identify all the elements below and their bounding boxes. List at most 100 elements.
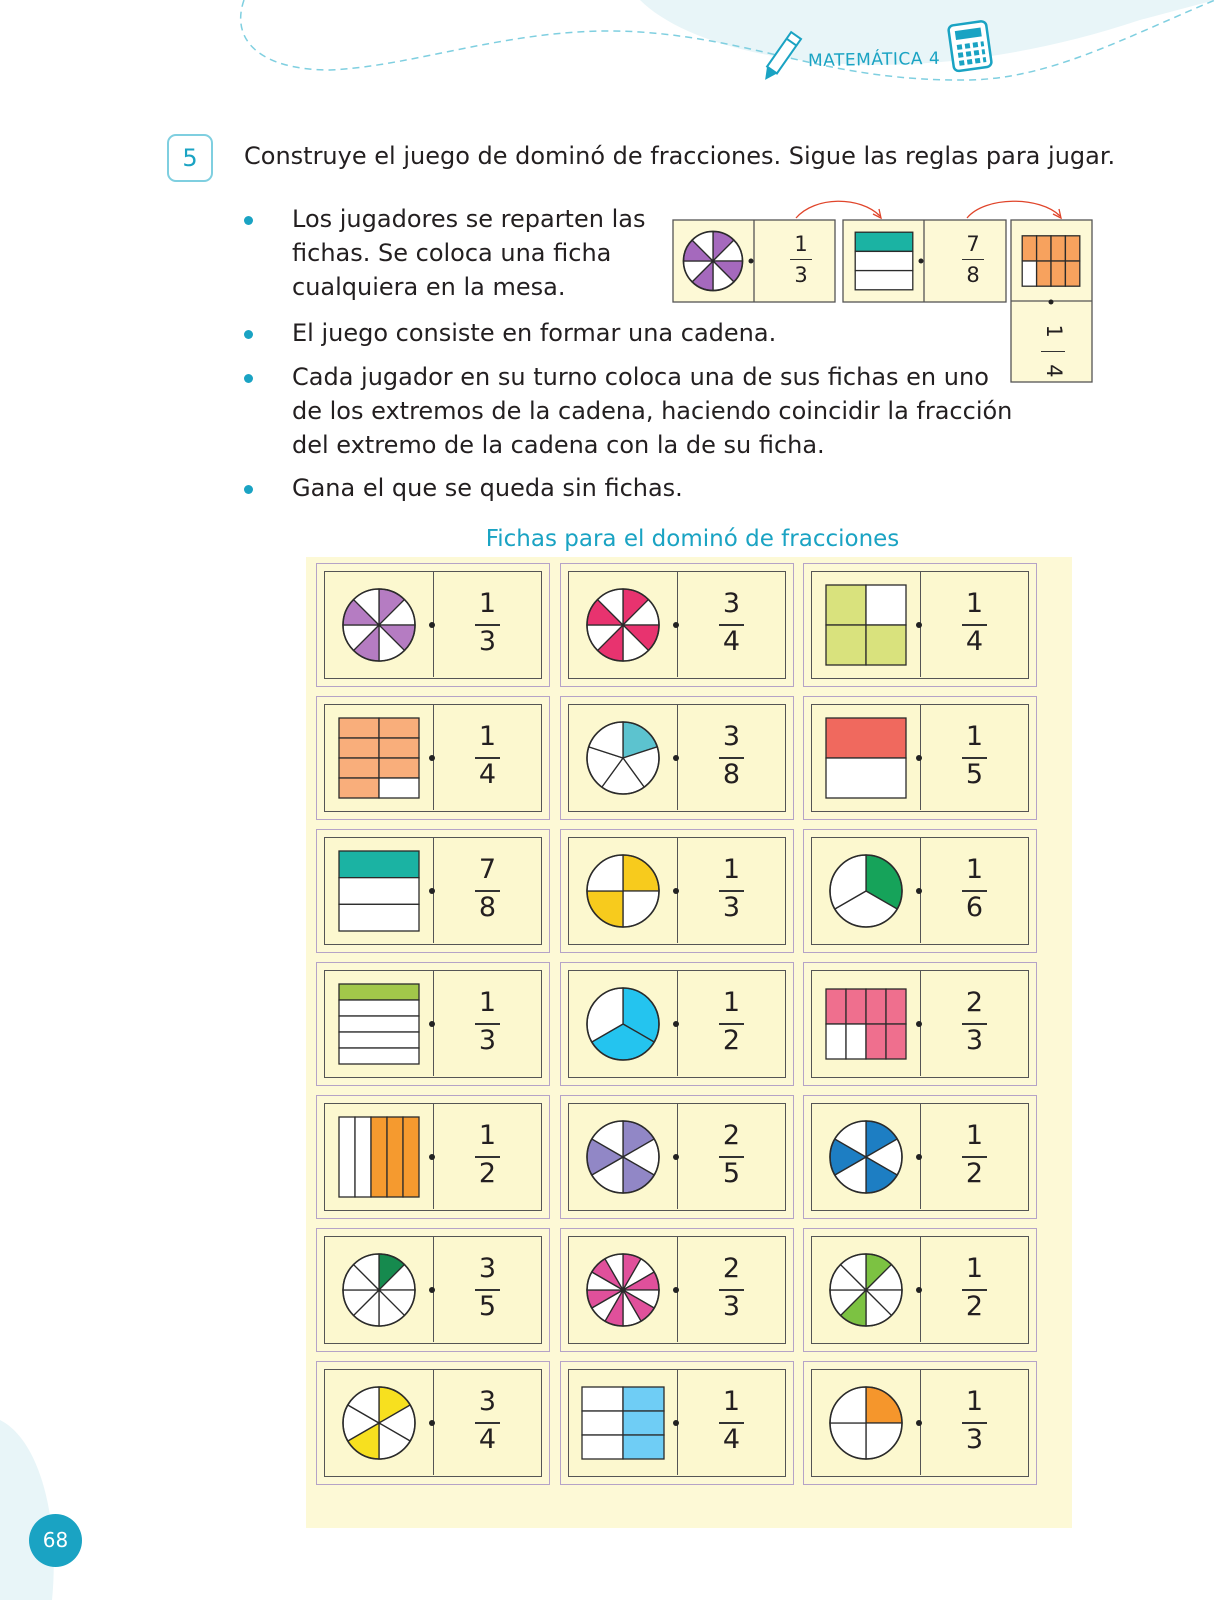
tile-denominator: 4	[965, 626, 984, 657]
tile-center-dot	[673, 622, 679, 628]
rect-cell	[338, 757, 380, 779]
tile-center-dot	[429, 888, 435, 894]
tile-denominator: 2	[965, 1291, 984, 1322]
tile-denominator: 3	[965, 1025, 984, 1056]
tile-denominator: 3	[478, 1025, 497, 1056]
rule-line: cualquiera en la mesa.	[292, 273, 566, 301]
rect-cell	[865, 1023, 887, 1060]
tile-center-dot	[429, 1021, 435, 1027]
tile-numerator: 1	[722, 1386, 741, 1417]
instruction-verb-2: Sigue	[788, 142, 856, 170]
example-fraction-1: 1 3	[776, 232, 826, 287]
rect-cell	[865, 624, 907, 666]
rect-cell	[1035, 260, 1052, 287]
fraction-bar	[962, 890, 987, 892]
tile-numerator: 3	[478, 1253, 497, 1284]
tile-denominator: 4	[478, 1424, 497, 1455]
arrow-head	[1052, 208, 1062, 220]
fraction-bar	[962, 259, 984, 260]
circle-outline	[586, 987, 660, 1061]
tile-numerator: 3	[478, 1386, 497, 1417]
tile-numerator: 1	[478, 987, 497, 1018]
rect-cell	[825, 1023, 847, 1060]
rect-cell	[854, 269, 914, 291]
tile-center-dot	[429, 1154, 435, 1160]
instruction-text-2: las reglas para jugar.	[855, 142, 1116, 170]
tile-numerator: 7	[478, 854, 497, 885]
tile-set-title: Fichas para el dominó de fracciones	[485, 526, 900, 552]
fraction-bar	[719, 1023, 744, 1025]
tile-denominator: 8	[478, 892, 497, 923]
tile-numerator: 2	[965, 987, 984, 1018]
tile-denominator: 2	[722, 1025, 741, 1056]
rect-cell	[885, 1023, 907, 1060]
tile-center-dot	[916, 1287, 922, 1293]
fraction-bar	[475, 1289, 500, 1291]
rect-cell	[865, 988, 887, 1025]
circle-outline	[829, 1120, 903, 1194]
tile-center-dot	[673, 1287, 679, 1293]
fraction-figure	[586, 1104, 678, 1209]
tile-denominator: 2	[478, 1158, 497, 1189]
example-fraction-2: 7 8	[948, 232, 998, 287]
circle-outline	[342, 1253, 416, 1327]
instruction-verb-1: Construye	[244, 142, 367, 170]
tile-denominator: 5	[478, 1291, 497, 1322]
rect-cell	[825, 757, 907, 799]
fraction-figure	[586, 838, 678, 943]
tile-center-dot	[916, 1420, 922, 1426]
rect-cell	[378, 757, 420, 779]
example-fraction-3: 1 4	[1038, 321, 1066, 381]
rect-cell	[825, 988, 847, 1025]
fraction-figure	[829, 1237, 921, 1342]
rule-line: Cada jugador en su turno coloca una de s…	[292, 363, 989, 391]
tile-numerator: 3	[722, 588, 741, 619]
fraction-figure	[825, 705, 921, 810]
tile-numerator: 2	[722, 1120, 741, 1151]
rect-cell	[378, 777, 420, 799]
example-chain	[672, 200, 1093, 383]
rect-cell	[338, 777, 380, 799]
tile-numerator: 1	[478, 588, 497, 619]
tile-numerator: 1	[965, 1386, 984, 1417]
rect-cell	[338, 717, 380, 739]
tile-numerator: 2	[722, 1253, 741, 1284]
tile-center-dot	[429, 1287, 435, 1293]
fraction-figure	[342, 1370, 434, 1475]
fraction-figure	[586, 705, 678, 810]
rect-cell	[378, 737, 420, 759]
tile-numerator: 1	[722, 987, 741, 1018]
fraction-figure	[825, 572, 921, 677]
tile-numerator: 1	[965, 854, 984, 885]
fraction-bar	[790, 259, 812, 260]
rect-cell	[854, 231, 914, 253]
rect-cell	[338, 1015, 420, 1033]
page-number: 68	[29, 1514, 82, 1567]
circle-outline	[342, 1386, 416, 1460]
tile-center-dot	[916, 1154, 922, 1160]
rect-cell	[622, 1410, 665, 1436]
rule-line: del extremo de la cadena con la de su fi…	[292, 431, 825, 459]
rect-cell	[338, 877, 420, 905]
header-icons	[765, 20, 993, 80]
